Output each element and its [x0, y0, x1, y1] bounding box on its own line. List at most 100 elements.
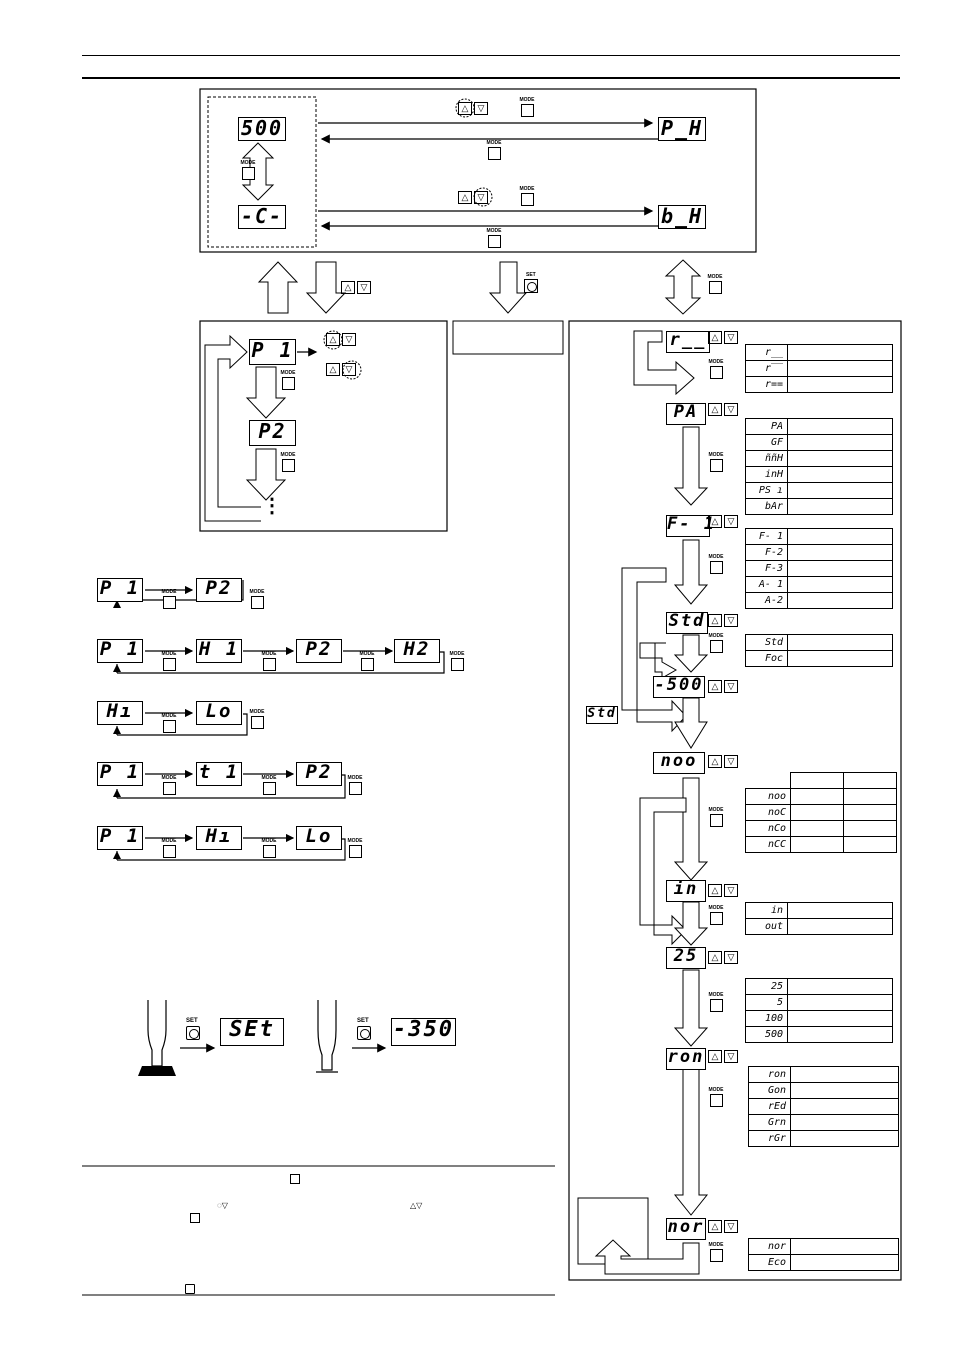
- up-down-buttons[interactable]: △▽: [708, 614, 742, 627]
- mode-button[interactable]: [163, 782, 176, 795]
- up-down-buttons-1[interactable]: △ ▽: [458, 102, 492, 115]
- rp-option-desc: [787, 978, 893, 995]
- up-down-buttons[interactable]: △▽: [708, 331, 742, 344]
- up-arrow-icon[interactable]: △: [708, 755, 722, 768]
- mode-button[interactable]: [349, 845, 362, 858]
- down-arrow-icon[interactable]: ▽: [342, 363, 356, 376]
- up-down-buttons[interactable]: △▽: [708, 884, 742, 897]
- down-arrow-icon[interactable]: ▽: [724, 755, 738, 768]
- down-arrow-icon[interactable]: ▽: [342, 333, 356, 346]
- mode-button[interactable]: [451, 658, 464, 671]
- mode-button[interactable]: [710, 912, 723, 925]
- set-button[interactable]: [186, 1026, 200, 1040]
- mode-button[interactable]: [282, 459, 295, 472]
- rp-option-desc: [787, 634, 893, 651]
- up-arrow-icon[interactable]: △: [326, 333, 340, 346]
- rp-option-cell: [843, 804, 897, 821]
- up-arrow-icon[interactable]: △: [708, 515, 722, 528]
- mode-button[interactable]: [251, 716, 264, 729]
- up-arrow-icon[interactable]: △: [341, 281, 355, 294]
- up-arrow-icon[interactable]: △: [708, 951, 722, 964]
- mode-button[interactable]: [710, 640, 723, 653]
- up-arrow-icon[interactable]: △: [458, 191, 472, 204]
- display-p1: P 1: [249, 339, 296, 365]
- down-arrow-icon[interactable]: ▽: [724, 331, 738, 344]
- mode-button[interactable]: [710, 814, 723, 827]
- up-down-buttons[interactable]: △▽: [708, 755, 742, 768]
- mode-button[interactable]: [163, 658, 176, 671]
- mode-button[interactable]: [710, 366, 723, 379]
- mode-button[interactable]: [488, 235, 501, 248]
- mode-button[interactable]: [361, 658, 374, 671]
- mode-button[interactable]: [263, 782, 276, 795]
- rp-option-desc: [790, 1082, 899, 1099]
- mode-label: MODE: [359, 651, 375, 657]
- mode-button[interactable]: [242, 167, 255, 180]
- up-down-buttons[interactable]: △▽: [708, 951, 742, 964]
- up-arrow-icon[interactable]: △: [708, 331, 722, 344]
- rp-option-desc: [787, 344, 893, 361]
- mode-button[interactable]: [251, 596, 264, 609]
- up-down-buttons[interactable]: △▽: [708, 515, 742, 528]
- up-arrow-icon[interactable]: △: [708, 680, 722, 693]
- up-arrow-icon[interactable]: △: [708, 403, 722, 416]
- set-button-top[interactable]: [524, 279, 538, 293]
- up-arrow-icon[interactable]: △: [326, 363, 340, 376]
- mode-label: MODE: [708, 633, 724, 639]
- mode-button[interactable]: [710, 561, 723, 574]
- mode-button[interactable]: [710, 1094, 723, 1107]
- seq-display: P 1: [97, 639, 143, 663]
- mode-label: MODE: [161, 589, 177, 595]
- mode-button[interactable]: [488, 147, 501, 160]
- down-arrow-icon[interactable]: ▽: [724, 403, 738, 416]
- mode-button[interactable]: [163, 720, 176, 733]
- rp-option-code: F- 1: [745, 528, 788, 545]
- down-arrow-icon[interactable]: ▽: [474, 102, 488, 115]
- rp-display: -500: [653, 676, 705, 698]
- down-arrow-icon[interactable]: ▽: [357, 281, 371, 294]
- down-arrow-icon[interactable]: ▽: [724, 884, 738, 897]
- down-arrow-icon[interactable]: ▽: [724, 1220, 738, 1233]
- up-down-buttons-2[interactable]: △ ▽: [458, 191, 492, 204]
- up-down-buttons[interactable]: △▽: [708, 403, 742, 416]
- rp-option-desc: [790, 1254, 899, 1271]
- rp-option-code: rEd: [748, 1098, 791, 1115]
- mode-button[interactable]: [163, 596, 176, 609]
- mode-label: MODE: [449, 651, 465, 657]
- down-arrow-icon[interactable]: ▽: [474, 191, 488, 204]
- rp-header-col: [790, 772, 844, 789]
- up-arrow-icon[interactable]: △: [708, 614, 722, 627]
- up-arrow-icon[interactable]: △: [708, 1220, 722, 1233]
- down-arrow-icon[interactable]: ▽: [724, 515, 738, 528]
- mode-button[interactable]: [710, 999, 723, 1012]
- mode-button[interactable]: [282, 377, 295, 390]
- up-arrow-icon[interactable]: △: [708, 1050, 722, 1063]
- mode-button[interactable]: [163, 845, 176, 858]
- down-arrow-icon[interactable]: ▽: [724, 1050, 738, 1063]
- set-button-2[interactable]: [357, 1026, 371, 1040]
- up-arrow-icon[interactable]: △: [458, 102, 472, 115]
- mode-button[interactable]: [521, 104, 534, 117]
- seq-display: P2: [196, 578, 242, 602]
- mode-button[interactable]: [263, 845, 276, 858]
- seq-display: P 1: [97, 762, 143, 786]
- mode-button[interactable]: [710, 1249, 723, 1262]
- down-arrow-icon[interactable]: ▽: [724, 951, 738, 964]
- mode-button[interactable]: [521, 193, 534, 206]
- mode-button[interactable]: [710, 459, 723, 472]
- up-down-buttons[interactable]: △▽: [708, 680, 742, 693]
- mode-button[interactable]: [263, 658, 276, 671]
- up-arrow-icon[interactable]: △: [708, 884, 722, 897]
- set-label-top: SET: [526, 272, 536, 278]
- mode-button[interactable]: [349, 782, 362, 795]
- up-down-buttons[interactable]: △▽: [708, 1050, 742, 1063]
- mode-button[interactable]: [709, 281, 722, 294]
- rp-option-code: 25: [745, 978, 788, 995]
- rp-display: Std: [666, 612, 708, 634]
- up-down-buttons[interactable]: △▽: [708, 1220, 742, 1233]
- down-arrow-icon[interactable]: ▽: [724, 614, 738, 627]
- seq-display: P2: [296, 639, 342, 663]
- down-arrow-icon[interactable]: ▽: [724, 680, 738, 693]
